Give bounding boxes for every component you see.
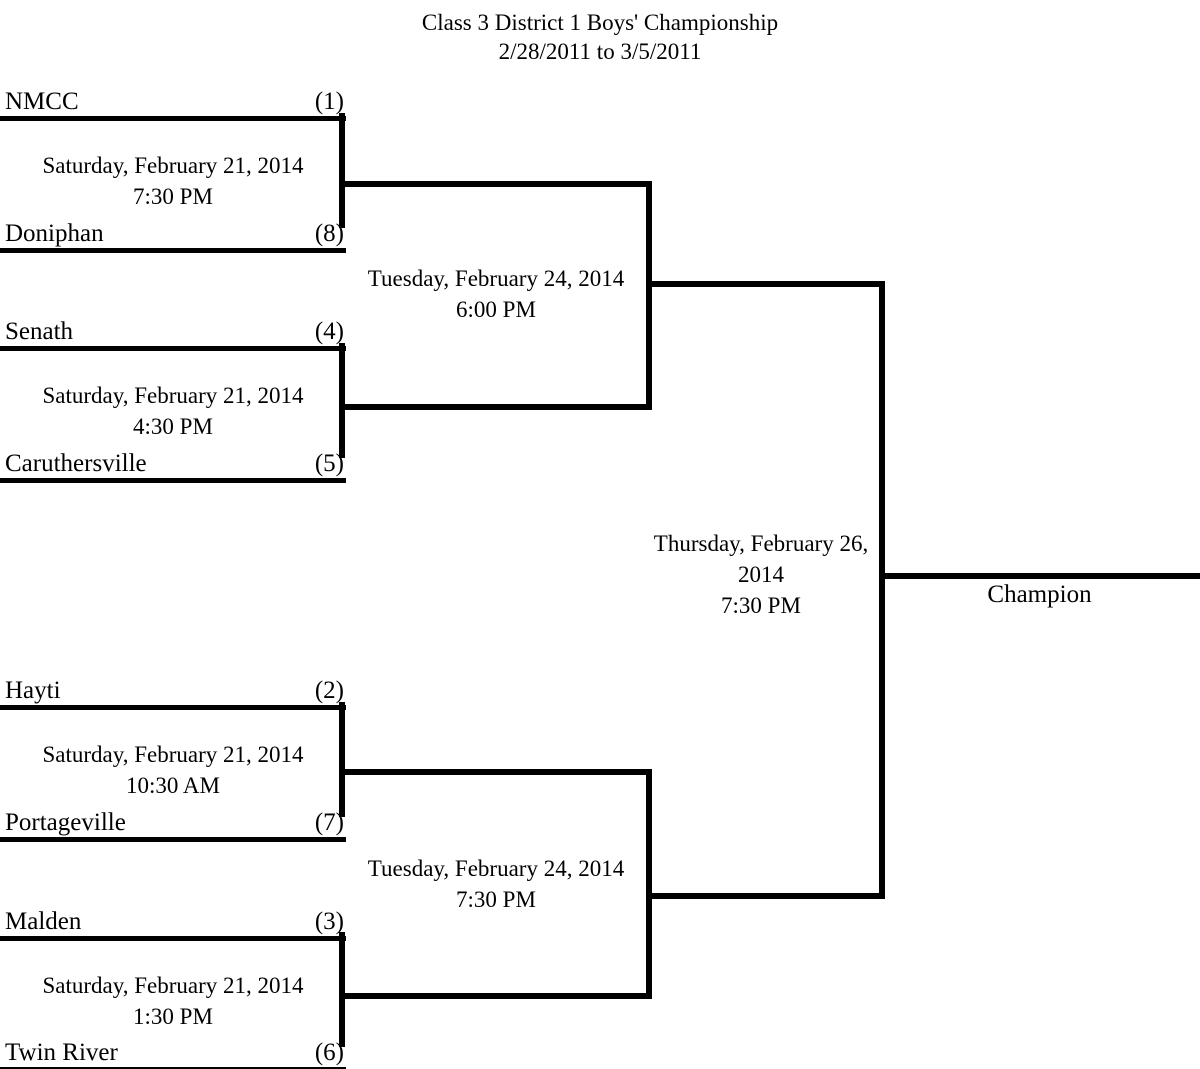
connector-game4-horizontal <box>339 993 652 999</box>
game2-info: Saturday, February 21, 2014 4:30 PM <box>0 380 346 442</box>
team-name: Senath <box>5 318 74 345</box>
connector-game2-vertical <box>339 343 345 458</box>
team-name: Twin River <box>5 1039 118 1066</box>
slot-underline <box>0 705 346 710</box>
team-seed: (3) <box>314 908 344 935</box>
slot-underline <box>0 837 346 842</box>
team-seed: (1) <box>314 88 344 115</box>
team-name: Caruthersville <box>5 450 147 477</box>
champion-label: Champion <box>987 581 1092 608</box>
game7-info: Thursday, February 26, 2014 7:30 PM <box>645 528 877 621</box>
champion-line <box>879 573 1200 579</box>
game-date: Saturday, February 21, 2014 <box>42 742 304 767</box>
game-time: 1:30 PM <box>133 1004 213 1029</box>
slot-underline <box>0 1067 346 1069</box>
game-time: 6:00 PM <box>456 297 536 322</box>
game-time: 7:30 PM <box>456 887 536 912</box>
team-seed: (4) <box>314 318 344 345</box>
slot-game1-bottom[interactable]: Doniphan (8) <box>0 216 346 253</box>
slot-underline <box>0 936 346 941</box>
slot-underline <box>0 478 346 483</box>
game-date: Tuesday, February 24, 2014 <box>367 266 625 291</box>
slot-game3-top[interactable]: Hayti (2) <box>0 673 346 710</box>
game5-info: Tuesday, February 24, 2014 6:00 PM <box>340 263 652 325</box>
team-seed: (2) <box>314 677 344 704</box>
team-name: NMCC <box>5 88 79 115</box>
game-time: 4:30 PM <box>133 414 213 439</box>
game-time: 7:30 PM <box>133 184 213 209</box>
game-date: Saturday, February 21, 2014 <box>42 383 304 408</box>
connector-game1-horizontal <box>339 181 652 187</box>
game-date: Saturday, February 21, 2014 <box>42 153 304 178</box>
slot-game1-top[interactable]: NMCC (1) <box>0 84 346 121</box>
slot-game4-bottom[interactable]: Twin River (6) <box>0 1035 346 1069</box>
slot-game3-bottom[interactable]: Portageville (7) <box>0 805 346 842</box>
game-date: Saturday, February 21, 2014 <box>42 973 304 998</box>
slot-game2-top[interactable]: Senath (4) <box>0 314 346 351</box>
connector-game1-vertical <box>339 113 345 228</box>
connector-semifinal1-vertical <box>646 181 652 410</box>
connector-game4-vertical <box>339 932 345 1047</box>
team-name: Malden <box>5 908 82 935</box>
slot-underline <box>0 346 346 351</box>
team-name: Doniphan <box>5 220 104 247</box>
date-range: 2/28/2011 to 3/5/2011 <box>498 39 702 65</box>
slot-game2-bottom[interactable]: Caruthersville (5) <box>0 446 346 483</box>
team-name: Portageville <box>5 809 126 836</box>
page-title: Class 3 District 1 Boys' Championship <box>421 10 779 35</box>
slot-game4-top[interactable]: Malden (3) <box>0 904 346 941</box>
connector-semifinal2-horizontal <box>646 893 885 899</box>
game-date: Tuesday, February 24, 2014 <box>367 856 625 881</box>
connector-game3-vertical <box>339 702 345 817</box>
game6-info: Tuesday, February 24, 2014 7:30 PM <box>340 853 652 915</box>
connector-game3-horizontal <box>339 769 652 775</box>
game-time: 10:30 AM <box>126 773 220 798</box>
bracket-header: Class 3 District 1 Boys' Championship 2/… <box>0 8 1200 67</box>
slot-underline <box>0 248 346 253</box>
team-name: Hayti <box>5 677 61 704</box>
connector-semifinal2-vertical <box>646 769 652 999</box>
game4-info: Saturday, February 21, 2014 1:30 PM <box>0 970 346 1032</box>
game-date: Thursday, February 26, 2014 <box>653 531 869 587</box>
game1-info: Saturday, February 21, 2014 7:30 PM <box>0 150 346 212</box>
connector-game2-horizontal <box>339 404 652 410</box>
slot-underline <box>0 116 346 121</box>
connector-final-vertical <box>879 281 885 899</box>
game3-info: Saturday, February 21, 2014 10:30 AM <box>0 739 346 801</box>
connector-semifinal1-horizontal <box>646 281 885 287</box>
game-time: 7:30 PM <box>721 593 801 618</box>
